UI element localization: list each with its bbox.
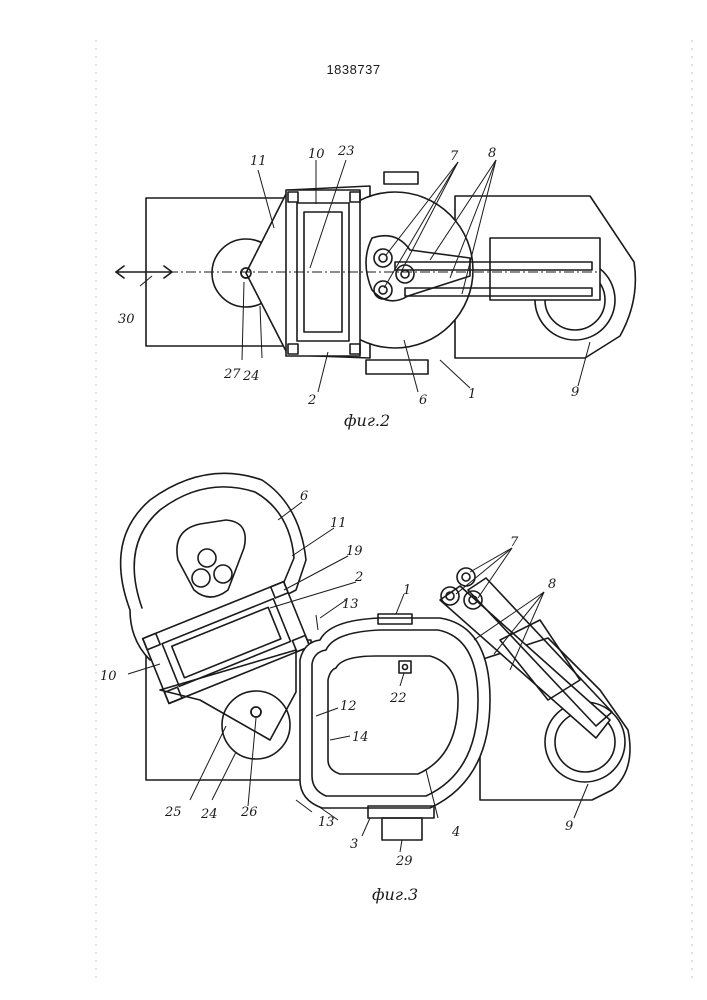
fig3-label-11: 11	[330, 516, 347, 531]
fig2-label-27: 27	[223, 367, 241, 382]
fig3-label-13-top: 13	[342, 597, 359, 612]
fig2-label-8: 8	[488, 146, 496, 161]
fig2-label-2: 2	[307, 393, 316, 408]
fig3-label-1: 1	[403, 583, 411, 598]
fig3-label-29: 29	[395, 854, 413, 869]
figure-2: 11 10 23 7 8 30 27 24 2 6 1 9 фиг.2	[116, 144, 635, 430]
fig2-caption: фиг.2	[344, 411, 390, 430]
fig2-label-1: 1	[468, 387, 476, 402]
fig2-bottom-bracket	[366, 360, 428, 374]
fig2-label-23: 23	[337, 144, 355, 159]
fig3-label-12: 12	[340, 699, 357, 714]
fig3-label-10: 10	[100, 669, 117, 684]
fig3-label-19: 19	[346, 544, 363, 559]
fig3-label-8: 8	[548, 577, 556, 592]
fig3-caption: фиг.3	[372, 885, 418, 904]
fig3-label-4: 4	[451, 825, 460, 840]
fig2-label-24: 24	[242, 369, 260, 384]
fig2-top-bracket	[384, 172, 418, 184]
fig3-wheel-24	[222, 691, 290, 759]
fig3-label-26: 26	[240, 805, 258, 820]
fig2-label-6: 6	[419, 393, 427, 408]
fig3-label-14: 14	[352, 730, 369, 745]
fig3-part-29	[382, 818, 422, 840]
fig2-boom-housing	[490, 238, 600, 300]
fig2-label-10: 10	[308, 147, 325, 162]
fig3-label-6: 6	[300, 489, 308, 504]
fig3-label-2: 2	[354, 570, 363, 585]
figure-3: 6 11 19 2 1 13 7 8 10 22 12 14 25 24 26 …	[100, 473, 630, 904]
fig3-label-24: 24	[200, 807, 218, 822]
fig3-label-7: 7	[510, 535, 519, 550]
fig3-label-3: 3	[350, 837, 358, 852]
fig3-label-25: 25	[164, 805, 182, 820]
fig3-label-13-bottom: 13	[318, 815, 335, 830]
fig2-label-7: 7	[450, 149, 459, 164]
fig2-label-11: 11	[250, 154, 267, 169]
fig2-label-9: 9	[571, 385, 579, 400]
fig3-label-22: 22	[389, 691, 407, 706]
fig3-label-9: 9	[565, 819, 573, 834]
fig2-label-30: 30	[118, 312, 135, 327]
